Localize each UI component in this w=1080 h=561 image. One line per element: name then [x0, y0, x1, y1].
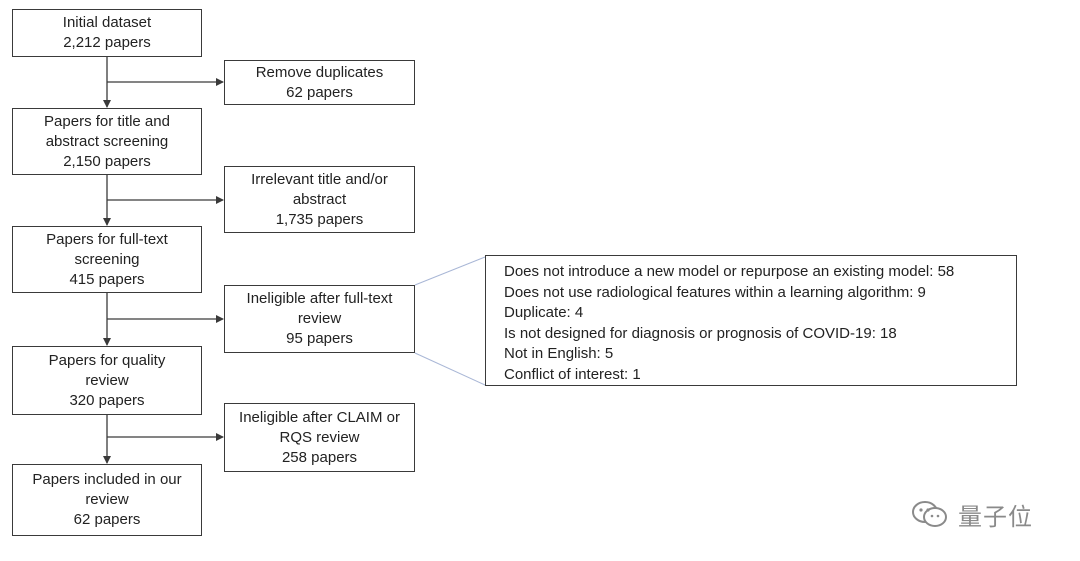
box-line: 320 papers: [69, 391, 145, 409]
watermark: 量子位: [910, 496, 1050, 532]
box-line: abstract screening: [45, 132, 169, 150]
box-line: review: [85, 371, 129, 389]
box-line: Papers for title and: [44, 112, 170, 130]
box-line: Papers for full-text: [46, 230, 168, 248]
box-initial-dataset: Initial dataset 2,212 papers: [12, 9, 202, 57]
box-line: Ineligible after full-text: [246, 290, 393, 307]
reason-item: Is not designed for diagnosis or prognos…: [504, 324, 897, 342]
box-included-in-review: Papers included in our review 62 papers: [12, 464, 202, 536]
reason-item: Duplicate: 4: [504, 304, 584, 321]
watermark-text: 量子位: [958, 502, 1033, 531]
box-line: 2,150 papers: [63, 152, 151, 170]
box-line: Papers for quality: [48, 351, 166, 369]
wechat-icon: [912, 501, 947, 527]
box-line: abstract: [292, 190, 347, 208]
box-line: screening: [74, 250, 140, 268]
box-line: 62 papers: [286, 83, 353, 101]
box-ineligible-full-text: Ineligible after full-text review 95 pap…: [224, 285, 415, 353]
box-line: 95 papers: [286, 330, 353, 347]
box-line: 415 papers: [69, 270, 145, 288]
reason-item: Not in English: 5: [504, 345, 614, 362]
box-line: Remove duplicates: [255, 63, 384, 81]
box-ineligible-claim-rqs: Ineligible after CLAIM or RQS review 258…: [224, 403, 415, 472]
box-line: 1,735 papers: [275, 210, 364, 228]
box-title-abstract-screening: Papers for title and abstract screening …: [12, 108, 202, 175]
box-irrelevant-title-abstract: Irrelevant title and/or abstract 1,735 p…: [224, 166, 415, 233]
box-line: 62 papers: [73, 511, 141, 528]
reason-item: Does not introduce a new model or repurp…: [504, 263, 955, 280]
box-line: 2,212 papers: [63, 34, 151, 51]
callout-line-top: [414, 256, 486, 286]
exclusion-reasons-box: Does not introduce a new model or repurp…: [485, 255, 1017, 386]
reason-item: Does not use radiological features withi…: [504, 283, 926, 301]
reason-item: Conflict of interest: 1: [504, 365, 641, 383]
box-line: review: [297, 310, 342, 327]
box-line: Initial dataset: [62, 14, 152, 31]
box-line: Papers included in our: [32, 471, 182, 488]
box-line: 258 papers: [281, 448, 358, 466]
box-line: Irrelevant title and/or: [251, 170, 388, 188]
box-line: review: [85, 491, 129, 508]
box-line: RQS review: [279, 428, 360, 446]
box-quality-review: Papers for quality review 320 papers: [12, 346, 202, 415]
box-line: Ineligible after CLAIM or: [239, 408, 400, 426]
callout-line-bottom: [414, 352, 486, 386]
box-remove-duplicates: Remove duplicates 62 papers: [224, 60, 415, 105]
box-full-text-screening: Papers for full-text screening 415 paper…: [12, 226, 202, 293]
